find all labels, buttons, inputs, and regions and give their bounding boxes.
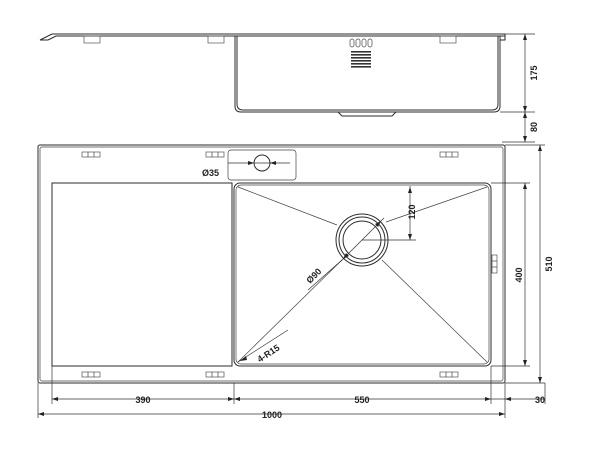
dimension-depth: 510 400 [491, 144, 554, 384]
dim-waste-dia-label: Ø90 [304, 266, 323, 285]
top-view: Ø35 Ø90 120 [37, 144, 506, 384]
bowl [233, 182, 492, 367]
dim-tap-hole-label: Ø35 [202, 168, 219, 178]
tap-hole: Ø35 [202, 149, 297, 181]
dimension-side-depth: 175 80 [500, 33, 539, 143]
dim-175-label: 175 [529, 65, 539, 80]
dim-bowl-width-label: 550 [354, 395, 369, 405]
dim-corner-radius-label: 4-R15 [255, 343, 281, 365]
dim-offset-label: 30 [535, 395, 545, 405]
dim-overall-width-label: 1000 [262, 410, 282, 420]
drainer-area [51, 182, 233, 367]
mounting-clips [81, 151, 498, 378]
dim-bowl-depth-label: 400 [514, 267, 524, 282]
dim-80-label: 80 [529, 122, 539, 132]
corner-radius-callout: 4-R15 [237, 329, 289, 365]
waste-outlet: Ø90 120 [304, 186, 417, 291]
dimension-width: 390 550 30 1000 [37, 366, 546, 420]
dim-overall-depth-label: 510 [544, 256, 554, 271]
side-view [39, 33, 506, 117]
dim-waste-offset-label: 120 [407, 204, 417, 219]
dim-drainer-width-label: 390 [135, 395, 150, 405]
overflow-grille-icon [349, 38, 373, 68]
